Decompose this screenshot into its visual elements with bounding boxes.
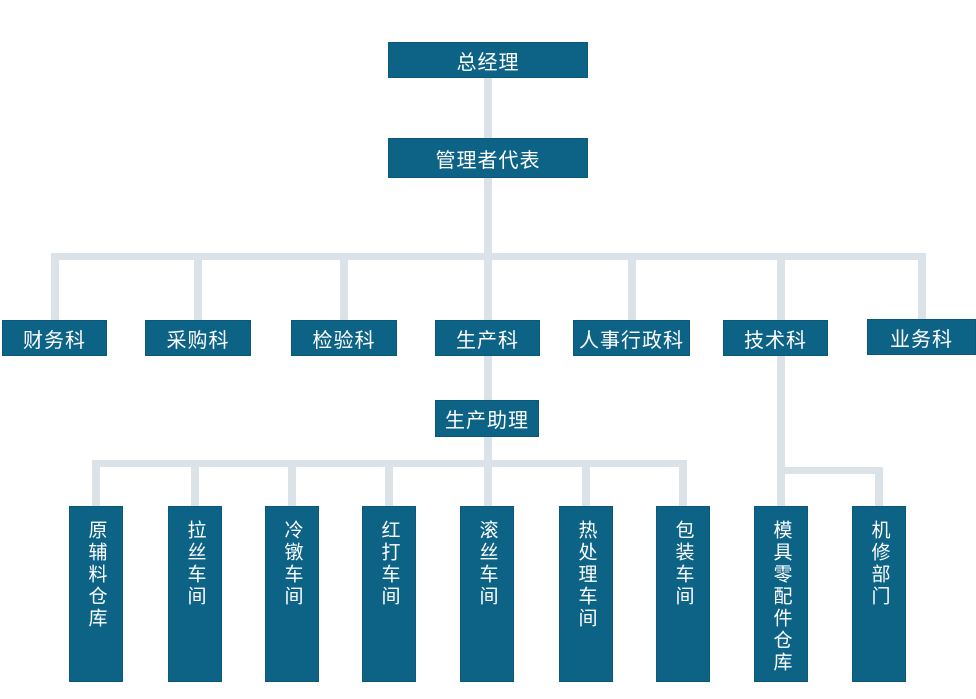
node-dept-finance: 财务科 [2, 320, 107, 356]
node-unit-wire-drawing-workshop: 拉丝车间 [168, 506, 222, 682]
connector-line [582, 460, 590, 506]
node-dept-purchasing: 采购科 [145, 320, 251, 356]
node-unit-thread-rolling-workshop: 滚丝车间 [460, 506, 514, 682]
connector-line [777, 474, 785, 506]
node-unit-cold-heading-workshop: 冷镦车间 [265, 506, 319, 682]
connector-line [918, 253, 926, 320]
node-unit-mold-parts-warehouse: 模具零配件仓库 [754, 506, 808, 682]
connector-line [484, 78, 492, 138]
node-dept-inspection: 检验科 [291, 320, 397, 356]
connector-line [777, 253, 785, 320]
node-unit-raw-materials-warehouse: 原辅料仓库 [69, 506, 123, 682]
connector-line [484, 356, 492, 400]
connector-line [385, 460, 393, 506]
node-dept-production: 生产科 [435, 320, 540, 356]
node-general-manager: 总经理 [388, 42, 588, 78]
connector-line [484, 253, 492, 320]
connector-line [288, 460, 296, 506]
connector-line [191, 460, 199, 506]
node-dept-technical: 技术科 [723, 320, 828, 356]
node-production-assistant: 生产助理 [435, 400, 539, 437]
node-unit-machine-repair-department: 机修部门 [852, 506, 906, 682]
connector-line [777, 356, 785, 467]
connector-line [679, 460, 687, 506]
connector-line [777, 467, 883, 474]
connector-line [340, 253, 348, 320]
node-unit-packaging-workshop: 包装车间 [656, 506, 710, 682]
node-unit-heat-treatment-workshop: 热处理车间 [559, 506, 613, 682]
connector-line [484, 437, 492, 463]
node-management-representative: 管理者代表 [388, 138, 588, 178]
connector-line [628, 253, 636, 320]
node-dept-business: 业务科 [867, 319, 976, 355]
connector-line [92, 460, 100, 506]
connector-line [875, 467, 883, 506]
connector-line [51, 253, 59, 320]
connector-line [484, 177, 492, 260]
connector-line [194, 253, 202, 320]
node-dept-hr-admin: 人事行政科 [573, 320, 690, 356]
node-unit-hot-forging-workshop: 红打车间 [362, 506, 416, 682]
connector-line [484, 460, 492, 506]
